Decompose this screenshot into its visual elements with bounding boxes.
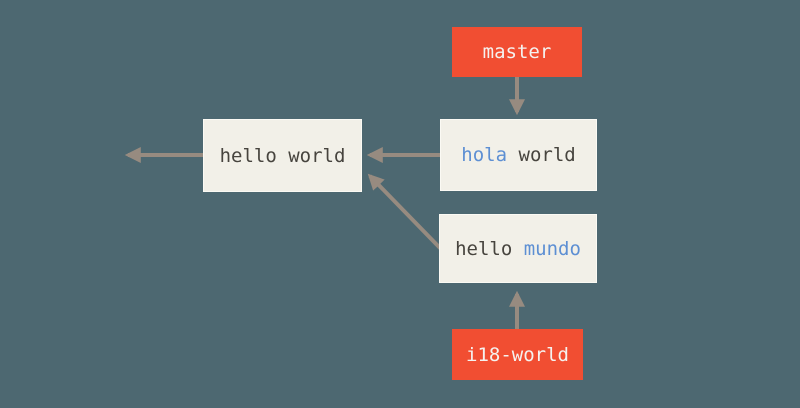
commit-hello-mundo-text-hello: hello	[455, 237, 513, 260]
branch-label-i18-world-text: i18-world	[466, 343, 569, 366]
commit-hello-mundo: hello mundo	[439, 214, 597, 283]
branch-label-i18-world: i18-world	[452, 329, 583, 380]
arrow-hello-mundo-to-hello-world	[367, 173, 443, 251]
commit-hello-world-text: hello world	[219, 144, 346, 167]
commit-hola-world: hola world	[440, 119, 597, 191]
commit-hola-world-text-world: world	[507, 144, 576, 166]
branch-label-master: master	[452, 27, 582, 77]
commit-hello-world: hello world	[203, 119, 362, 192]
branch-label-master-text: master	[482, 41, 552, 63]
commit-hello-mundo-text-mundo: mundo	[512, 237, 581, 260]
commit-hola-world-text-hola: hola	[461, 144, 508, 166]
